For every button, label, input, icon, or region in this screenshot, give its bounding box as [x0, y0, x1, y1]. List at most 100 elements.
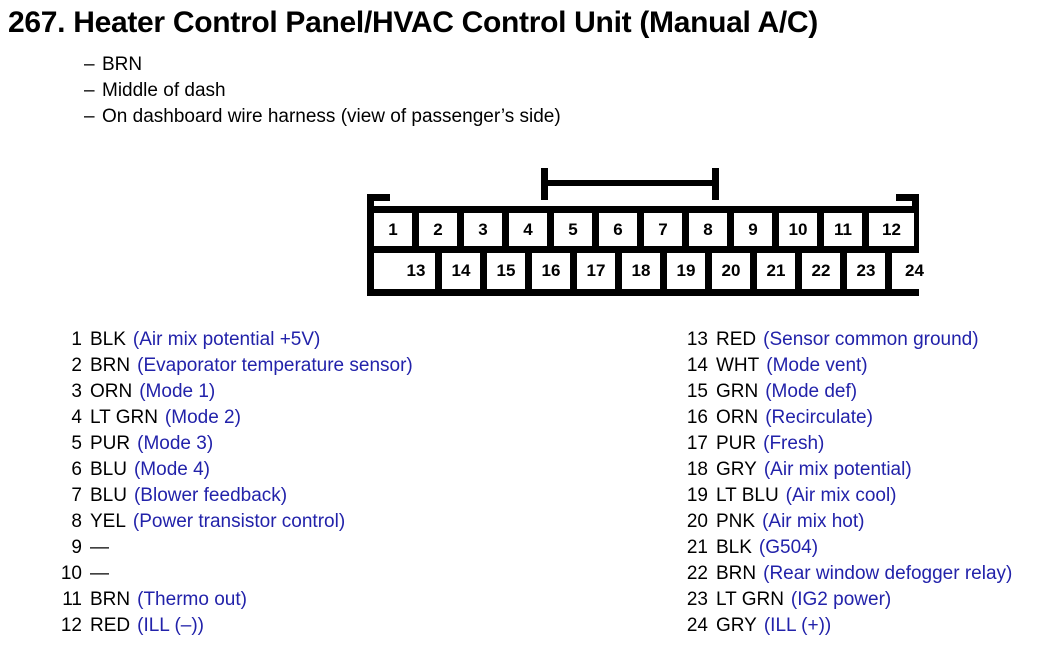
pin-entry: 4 LT GRN (Mode 2) [56, 407, 413, 433]
connector-pin[interactable]: 5 [554, 213, 599, 246]
connector-pin[interactable]: 9 [734, 213, 779, 246]
note-dash-icon: – [84, 106, 95, 127]
connector-pin[interactable]: 12 [869, 213, 914, 246]
pin-entry-wire-color: — [90, 563, 109, 584]
connector-shell: 1 2 3 4 5 6 7 8 9 10 11 12 13 14 15 16 1… [363, 194, 937, 296]
connector-pin[interactable]: 3 [464, 213, 509, 246]
pin-entry-wire-color: RED [716, 329, 757, 350]
connector-pin[interactable]: 7 [644, 213, 689, 246]
pin-entry-number: 13 [686, 329, 708, 350]
connector-pin[interactable]: 21 [757, 253, 802, 289]
connector-pin[interactable]: 6 [599, 213, 644, 246]
pin-entry-description: (G504) [758, 537, 819, 558]
pin-entry-wire-color: PNK [716, 511, 756, 532]
connector-pin[interactable]: 13 [397, 253, 442, 289]
pin-entry-number: 17 [686, 433, 708, 454]
connector-latch [541, 168, 719, 200]
pin-entry-number: 3 [71, 381, 82, 402]
connector-pin[interactable]: 19 [667, 253, 712, 289]
pin-entry-number: 18 [686, 459, 708, 480]
connector-pin[interactable]: 18 [622, 253, 667, 289]
pin-entry-number: 2 [71, 355, 82, 376]
connector-pin[interactable]: 22 [802, 253, 847, 289]
pin-entry-number: 23 [686, 589, 708, 610]
pin-entry: 23 LT GRN (IG2 power) [682, 589, 1012, 615]
connector-pin[interactable]: 24 [892, 253, 937, 289]
pin-entry-description: (Thermo out) [137, 589, 247, 610]
pin-entry-description: (Rear window defogger relay) [763, 563, 1013, 584]
pin-entry-description: (ILL (+)) [763, 615, 832, 636]
page-title: 267. Heater Control Panel/HVAC Control U… [8, 6, 818, 39]
pin-entry-description: (Mode vent) [766, 355, 868, 376]
note-text: Middle of dash [102, 80, 226, 101]
pin-entry-number: 16 [686, 407, 708, 428]
pin-entry-number: 4 [71, 407, 82, 428]
pin-entry-description: (Air mix cool) [785, 485, 897, 506]
pin-entry-wire-color: BRN [716, 563, 757, 584]
note-line: –BRN [84, 52, 561, 78]
shell-notch-right [896, 194, 919, 201]
pin-entry-description: (Evaporator temperature sensor) [137, 355, 413, 376]
note-dash-icon: – [84, 80, 95, 101]
connector-pin[interactable]: 8 [689, 213, 734, 246]
note-dash-icon: – [84, 54, 95, 75]
pin-entry-number: 5 [71, 433, 82, 454]
pin-entry-wire-color: GRY [716, 615, 757, 636]
connector-pin[interactable]: 11 [824, 213, 869, 246]
pin-entry-wire-color: LT GRN [90, 407, 158, 428]
pin-entry-description: (Fresh) [763, 433, 825, 454]
connector-diagram: 1 2 3 4 5 6 7 8 9 10 11 12 13 14 15 16 1… [363, 168, 937, 296]
connector-pin[interactable]: 23 [847, 253, 892, 289]
pin-entry-wire-color: BLK [716, 537, 752, 558]
pin-entry-wire-color: ORN [716, 407, 759, 428]
pin-entry-number: 6 [71, 459, 82, 480]
connector-bottom-row: 13 14 15 16 17 18 19 20 21 22 23 24 [397, 253, 937, 289]
connector-pin[interactable]: 16 [532, 253, 577, 289]
connector-pin[interactable]: 10 [779, 213, 824, 246]
note-line: –Middle of dash [84, 78, 561, 104]
notes-list: –BRN –Middle of dash –On dashboard wire … [84, 52, 561, 130]
connector-pin[interactable]: 20 [712, 253, 757, 289]
pin-entry-number: 12 [60, 615, 82, 636]
connector-pin[interactable]: 2 [419, 213, 464, 246]
shell-edge-bottom [367, 289, 919, 296]
latch-post-right [712, 168, 719, 200]
pin-entry-number: 15 [686, 381, 708, 402]
connector-pin[interactable]: 14 [442, 253, 487, 289]
shell-edge-right [912, 194, 919, 296]
pin-entry-wire-color: — [90, 537, 109, 558]
connector-pin[interactable]: 1 [374, 213, 419, 246]
pin-entry-number: 21 [686, 537, 708, 558]
connector-pin[interactable]: 15 [487, 253, 532, 289]
pin-entry-wire-color: LT GRN [716, 589, 784, 610]
pin-entry-number: 10 [60, 563, 82, 584]
pin-entry: 9— [56, 537, 413, 563]
pin-entry-description: (Blower feedback) [133, 485, 288, 506]
shell-edge-left [367, 194, 374, 296]
connector-top-row: 1 2 3 4 5 6 7 8 9 10 11 12 [374, 213, 914, 246]
pin-entry-number: 19 [686, 485, 708, 506]
shell-notch-left [367, 194, 390, 201]
pin-entry-description: (Mode 2) [164, 407, 241, 428]
pin-entry-wire-color: YEL [90, 511, 126, 532]
pin-entry-description: (IG2 power) [790, 589, 892, 610]
connector-pin[interactable]: 17 [577, 253, 622, 289]
pin-entry: 10 — [56, 563, 413, 589]
connector-pin[interactable]: 4 [509, 213, 554, 246]
pin-entry-wire-color: BLU [90, 459, 127, 480]
pin-entry: 2 BRN (Evaporator temperature sensor) [56, 355, 413, 381]
shell-row-divider [367, 246, 919, 253]
pin-entry-description: (Power transistor control) [132, 511, 346, 532]
pin-entry-wire-color: BRN [90, 355, 131, 376]
